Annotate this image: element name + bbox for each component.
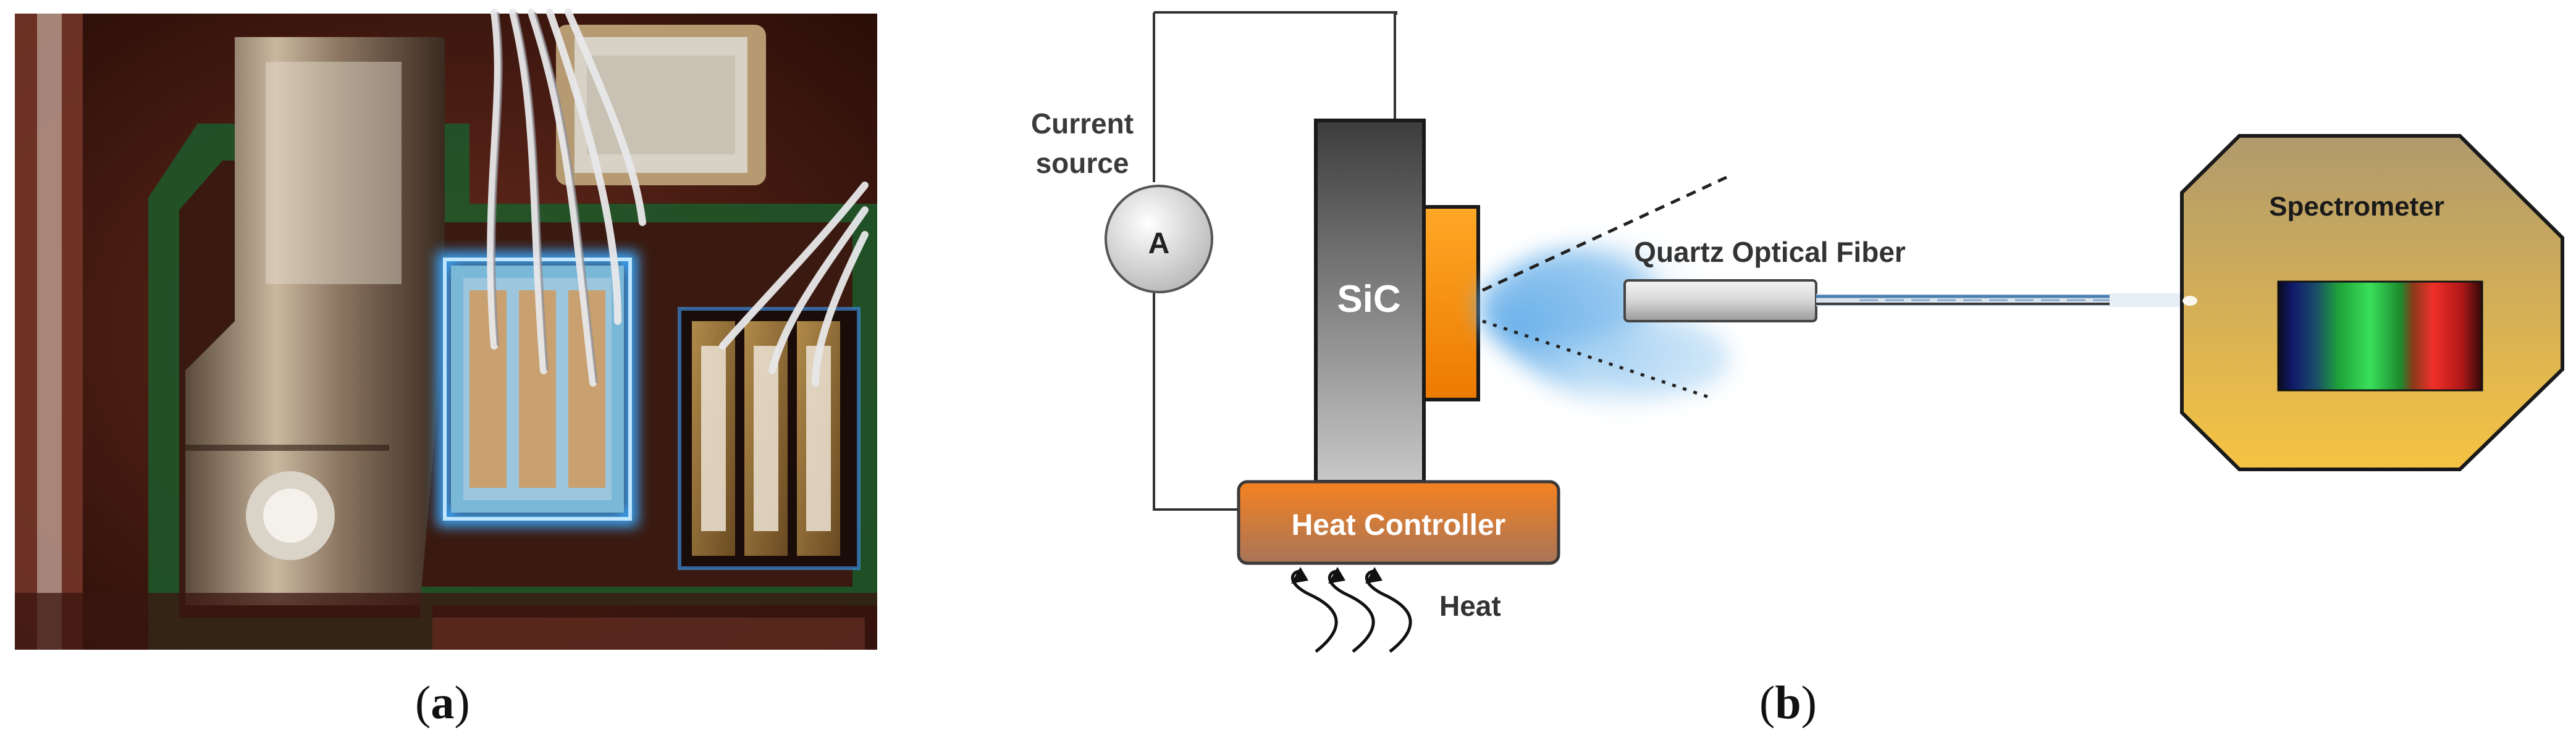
heat-label: Heat	[1439, 590, 1501, 622]
panel-a-caption: (a)	[415, 677, 470, 729]
current-source-label-line1: Current	[1031, 107, 1134, 140]
heat-controller: Heat Controller	[1237, 480, 1560, 565]
fiber-label: Quartz Optical Fiber	[1634, 236, 1906, 268]
spectrum-icon	[2277, 280, 2483, 392]
ammeter-symbol: A	[1148, 227, 1170, 260]
heat-controller-label: Heat Controller	[1292, 509, 1506, 542]
spectrometer: Spectrometer	[2180, 134, 2564, 471]
ammeter-icon: A	[1105, 185, 1213, 293]
panel-b-caption: (b)	[1759, 677, 1817, 729]
heat-arrow-heads	[1291, 567, 1383, 584]
circuit-wire	[1153, 11, 1397, 511]
current-source-label-line2: source	[1036, 147, 1129, 179]
panel-b-diagram: A Current source SiC Heat Controller	[1031, 11, 2564, 653]
emission-window	[1422, 205, 1480, 401]
sic-label: SiC	[1337, 278, 1400, 321]
panel-a-photo	[15, 9, 877, 650]
optical-fiber	[1623, 279, 2184, 322]
sic-device: SiC	[1314, 119, 1426, 484]
spectrometer-label: Spectrometer	[2269, 191, 2444, 222]
heat-arrow-icon	[1291, 569, 1412, 653]
